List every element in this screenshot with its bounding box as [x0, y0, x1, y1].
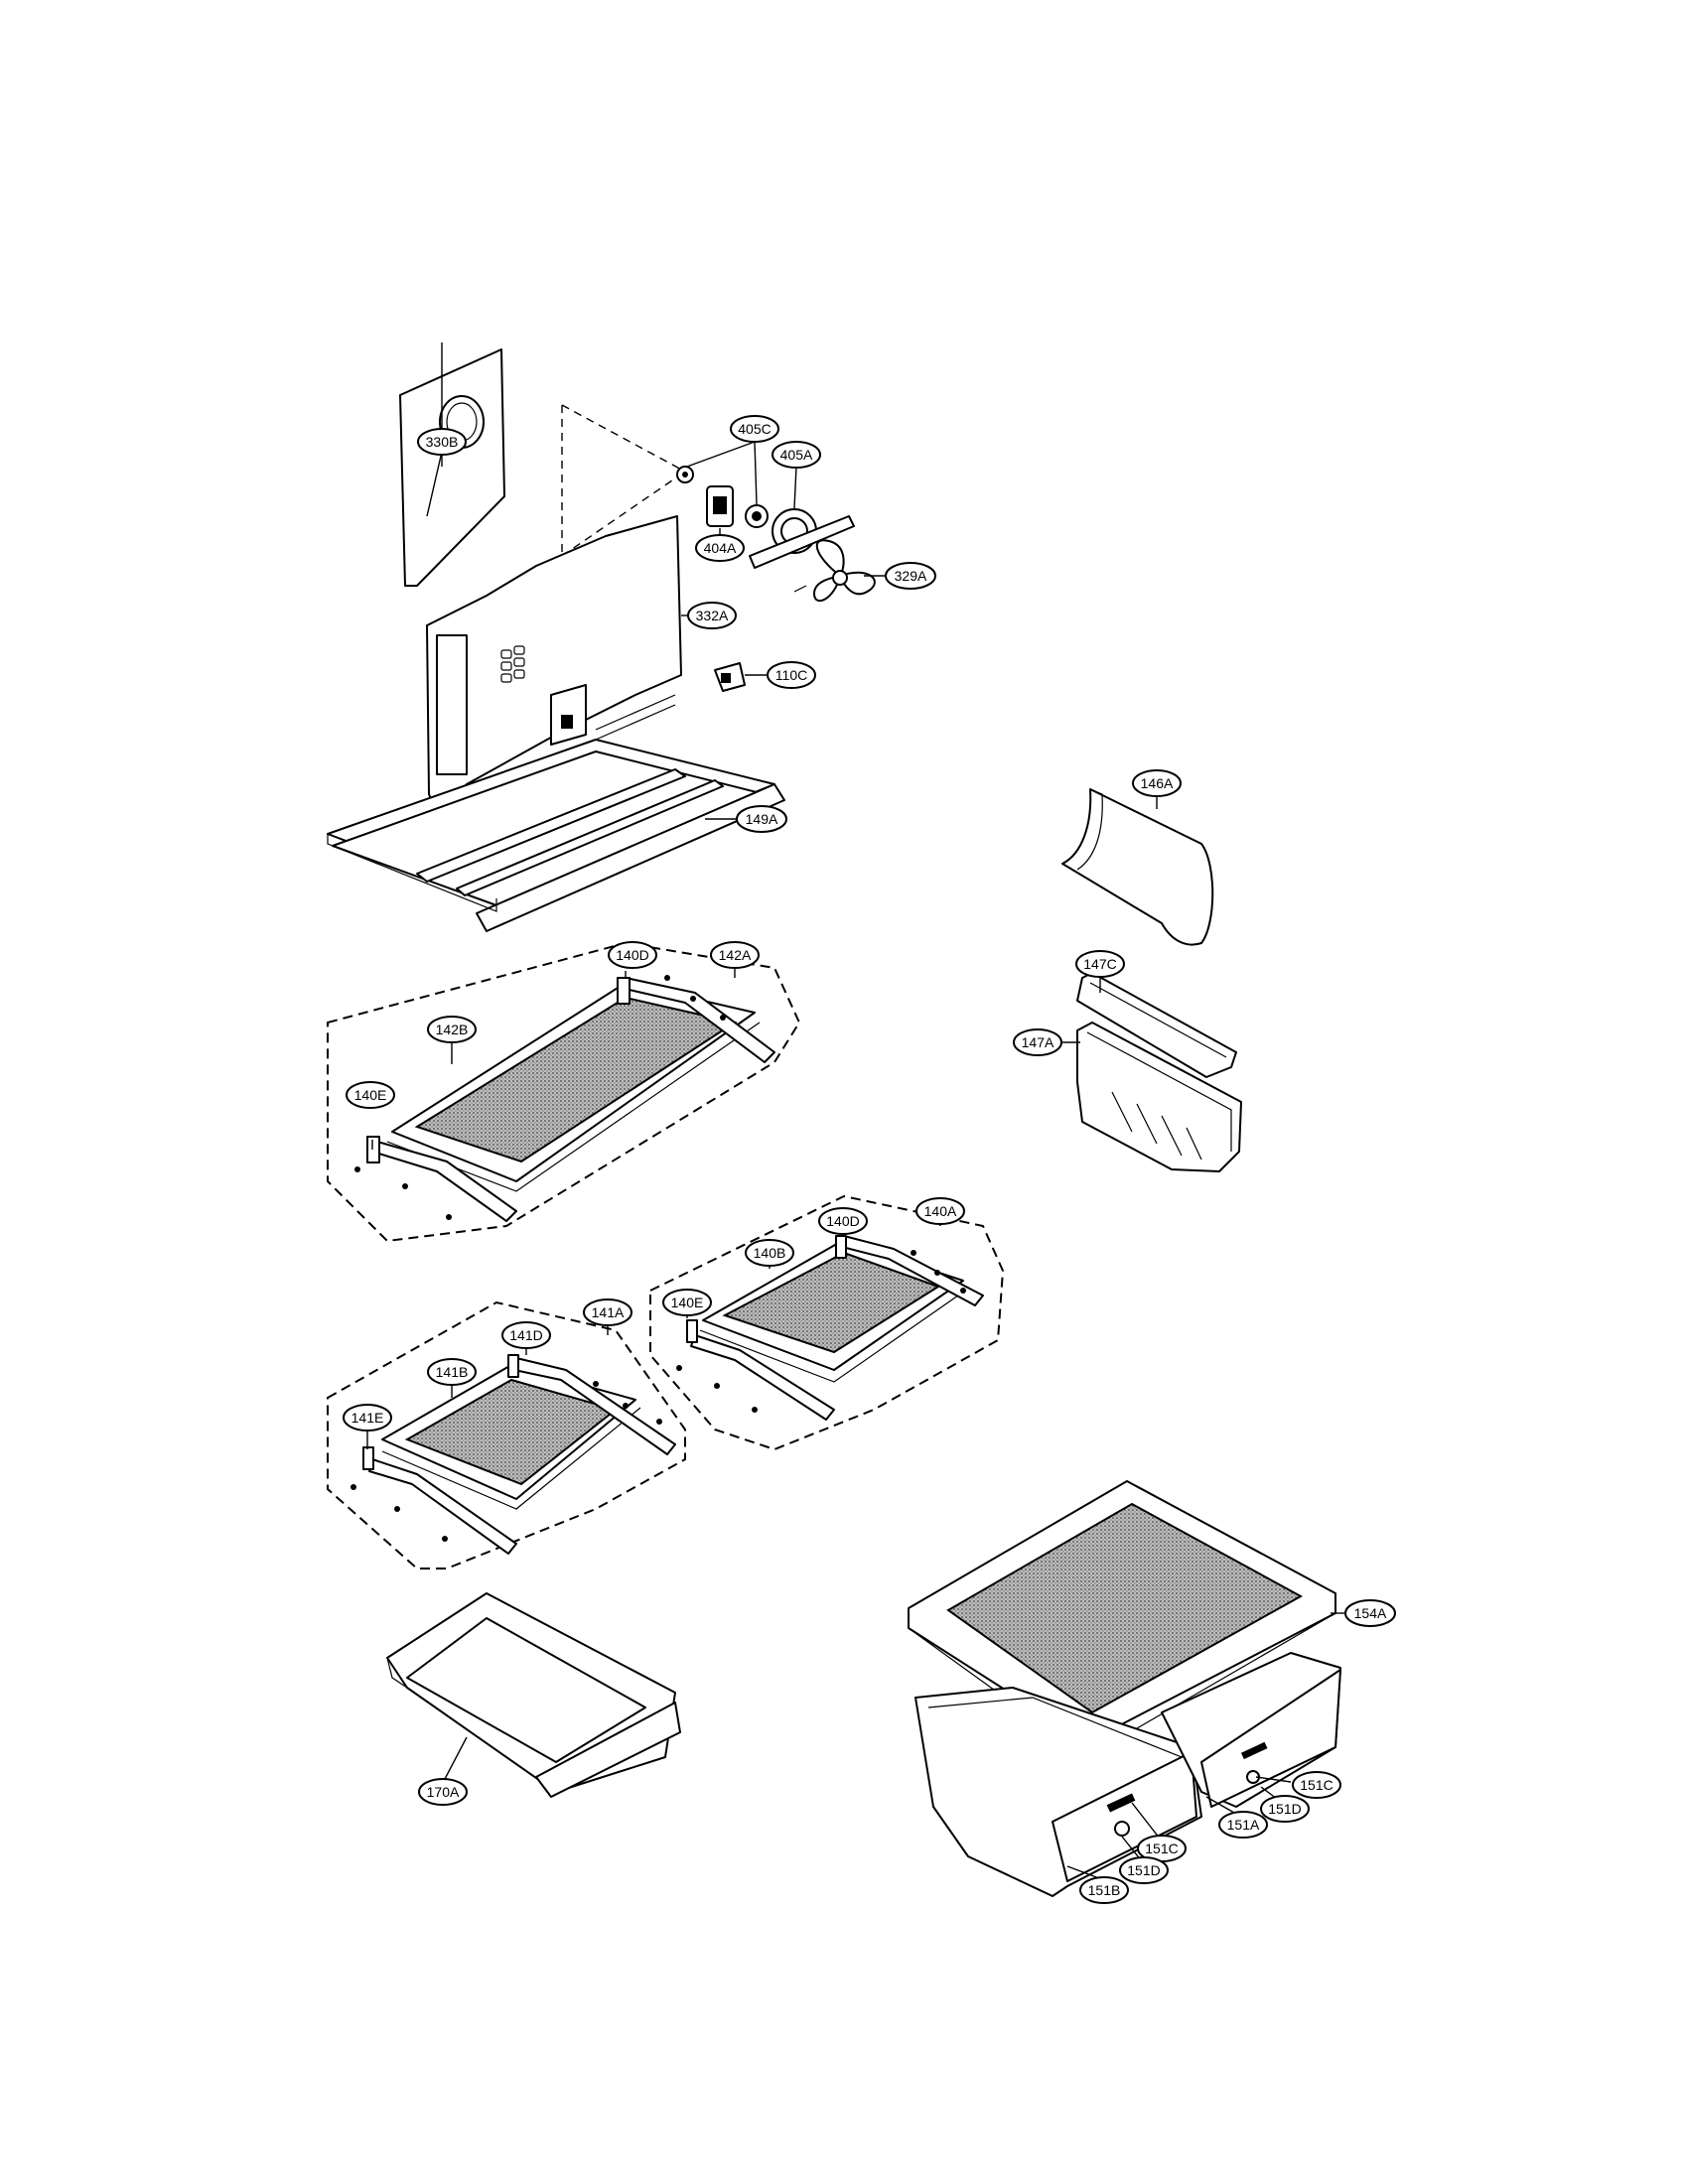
label-405A: 405A — [772, 441, 821, 469]
svg-text:141A: 141A — [592, 1304, 625, 1320]
label-329A: 329A — [885, 562, 936, 590]
drawer-170a — [386, 1592, 681, 1798]
svg-text:110C: 110C — [775, 667, 807, 683]
vent-slots — [500, 645, 525, 683]
label-110C: 110C — [767, 661, 816, 689]
svg-text:149A: 149A — [746, 811, 778, 827]
label-154A: 154A — [1344, 1599, 1396, 1627]
svg-text:142B: 142B — [436, 1022, 469, 1037]
label-146A: 146A — [1132, 769, 1182, 797]
label-140D-top: 140D — [608, 941, 657, 969]
svg-text:329A: 329A — [895, 568, 927, 584]
label-147A: 147A — [1013, 1028, 1062, 1056]
shelf-assembly-142a — [327, 941, 801, 1243]
bin-cover-146a — [1061, 788, 1214, 946]
svg-text:141B: 141B — [436, 1364, 469, 1380]
label-142A: 142A — [710, 941, 760, 969]
svg-text:151C: 151C — [1145, 1841, 1178, 1856]
label-151D-left: 151D — [1119, 1856, 1169, 1884]
svg-text:151D: 151D — [1268, 1801, 1301, 1817]
crisper-cover-154a — [908, 1480, 1336, 1758]
svg-text:140A: 140A — [924, 1203, 957, 1219]
label-141D: 141D — [501, 1321, 551, 1349]
label-332A: 332A — [687, 602, 737, 629]
svg-text:151A: 151A — [1227, 1817, 1260, 1833]
shelf-assembly-141a — [327, 1300, 686, 1570]
svg-text:140E: 140E — [671, 1295, 704, 1310]
fan-blade — [813, 539, 876, 603]
svg-text:151D: 151D — [1127, 1862, 1160, 1878]
crisper-drawers-151 — [914, 1652, 1341, 1897]
top-shelf-149a — [327, 739, 785, 932]
svg-text:141D: 141D — [509, 1327, 542, 1343]
label-404A: 404A — [695, 534, 745, 562]
label-170A: 170A — [418, 1778, 468, 1806]
svg-text:170A: 170A — [427, 1784, 460, 1800]
label-142B: 142B — [427, 1016, 477, 1043]
svg-text:140D: 140D — [826, 1213, 859, 1229]
svg-text:151B: 151B — [1088, 1882, 1121, 1898]
label-405C: 405C — [730, 415, 779, 443]
basket-147 — [1076, 972, 1242, 1172]
svg-text:140B: 140B — [754, 1245, 786, 1261]
label-151C-right: 151C — [1292, 1771, 1341, 1799]
label-140E-top: 140E — [346, 1081, 395, 1109]
label-330B: 330B — [417, 428, 467, 456]
label-151A: 151A — [1218, 1811, 1268, 1839]
label-140A: 140A — [915, 1197, 965, 1225]
svg-text:142A: 142A — [719, 947, 752, 963]
shelf-assembly-140a — [649, 1194, 1005, 1451]
svg-text:405A: 405A — [780, 447, 813, 463]
svg-text:154A: 154A — [1354, 1605, 1387, 1621]
svg-text:147C: 147C — [1083, 956, 1116, 972]
svg-text:140D: 140D — [616, 947, 648, 963]
svg-text:146A: 146A — [1141, 775, 1174, 791]
svg-text:330B: 330B — [426, 434, 459, 450]
label-141E: 141E — [343, 1404, 392, 1432]
label-141B: 141B — [427, 1358, 477, 1386]
svg-text:151C: 151C — [1300, 1777, 1333, 1793]
label-140E: 140E — [662, 1289, 712, 1316]
label-140B: 140B — [745, 1239, 794, 1267]
screws-142a — [354, 975, 726, 1220]
label-147C: 147C — [1075, 950, 1125, 978]
svg-text:140E: 140E — [354, 1087, 387, 1103]
label-141A: 141A — [583, 1298, 632, 1326]
svg-text:404A: 404A — [704, 540, 737, 556]
svg-text:405C: 405C — [738, 421, 771, 437]
svg-text:147A: 147A — [1022, 1034, 1054, 1050]
callout-labels: 330B 405C 405A 404A 329A 332A 110C 149A … — [343, 342, 1396, 1904]
fan-cover-assembly — [399, 348, 876, 820]
label-151B: 151B — [1079, 1876, 1129, 1904]
svg-text:332A: 332A — [696, 608, 729, 623]
label-140D: 140D — [818, 1207, 868, 1235]
label-149A: 149A — [736, 805, 787, 833]
svg-text:141E: 141E — [351, 1410, 384, 1426]
label-151D-right: 151D — [1260, 1795, 1310, 1823]
